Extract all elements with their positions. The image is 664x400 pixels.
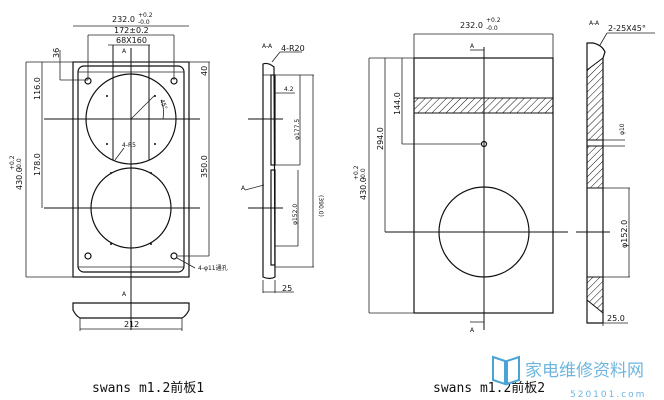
front-view-2 [368,33,610,330]
width-dim: 232.0 [112,15,135,24]
height-dim: 430.0 [15,167,24,190]
slot-dim: 68X160 [116,36,147,45]
height-dim-2: 430.0 [359,177,368,200]
height-tol-upper-2: +0.2 [353,165,360,180]
dim-350: 350.0 [200,155,209,178]
dim-178: 178.0 [33,153,42,176]
mount-hole [170,252,178,260]
width-dim-2: 232.0 [460,21,483,30]
dim-116: 116.0 [33,77,42,100]
side-view-1 [244,51,314,293]
hole-note: 4-φ11通孔 [198,264,228,272]
side-section-mark: A [241,185,246,192]
dia-driver: φ152.0 [620,220,629,248]
section-mark-top: A [122,48,127,55]
dim-144: 144.0 [393,92,402,115]
width-tol-lower: -0.0 [138,19,150,26]
front-view-1 [25,25,210,300]
watermark-url: 520101.com [570,390,646,400]
dim-36: 36 [52,48,61,58]
book-icon [492,355,520,386]
height-ref: (390.0) [317,195,324,217]
section-mark-top-2: A [470,43,475,50]
bottom-view-1 [72,298,190,331]
bottom-width-dim: 212 [124,320,139,329]
width-tol-upper: +0.2 [138,12,153,19]
dim-40: 40 [200,66,209,76]
dia-upper: φ177.5 [294,119,301,140]
section-mark-bottom: A [122,291,127,298]
side-thickness-2: 25.0 [607,314,625,323]
side-section-label-2: A-A [589,20,600,27]
height-tol-lower: -0.0 [16,158,23,170]
side-thickness: 25 [282,284,292,293]
section-mark-bottom-2: A [470,327,475,334]
caption-1: swans m1.2前板1 [92,380,204,396]
watermark-site-name: 家电维修资料网 [525,361,644,381]
hole-spacing-dim: 172±0.2 [114,26,149,35]
height-tol-lower-2: -0.0 [360,168,367,180]
side-section-label: A-A [262,43,273,50]
side-view-2 [586,32,655,326]
dim-4-2: 4.2 [284,86,294,93]
mount-hole [84,252,92,260]
watermark-logo: 家电维修资料网 520101.com [492,355,646,400]
height-tol-upper: +0.2 [9,155,16,170]
width-tol-upper-2: +0.2 [486,17,501,24]
radius-note: 4-R5 [122,142,136,149]
side-radius-note: 4-R20 [281,44,305,53]
dia-lower: φ152.0 [292,204,299,225]
dim-294: 294.0 [376,127,385,150]
dia-hole: φ10 [619,123,626,135]
angle-label: 45° [158,98,168,110]
caption-2: swans m1.2前板2 [433,380,545,396]
chamfer-note: 2-25X45° [608,24,646,33]
width-tol-lower-2: -0.0 [486,25,498,32]
